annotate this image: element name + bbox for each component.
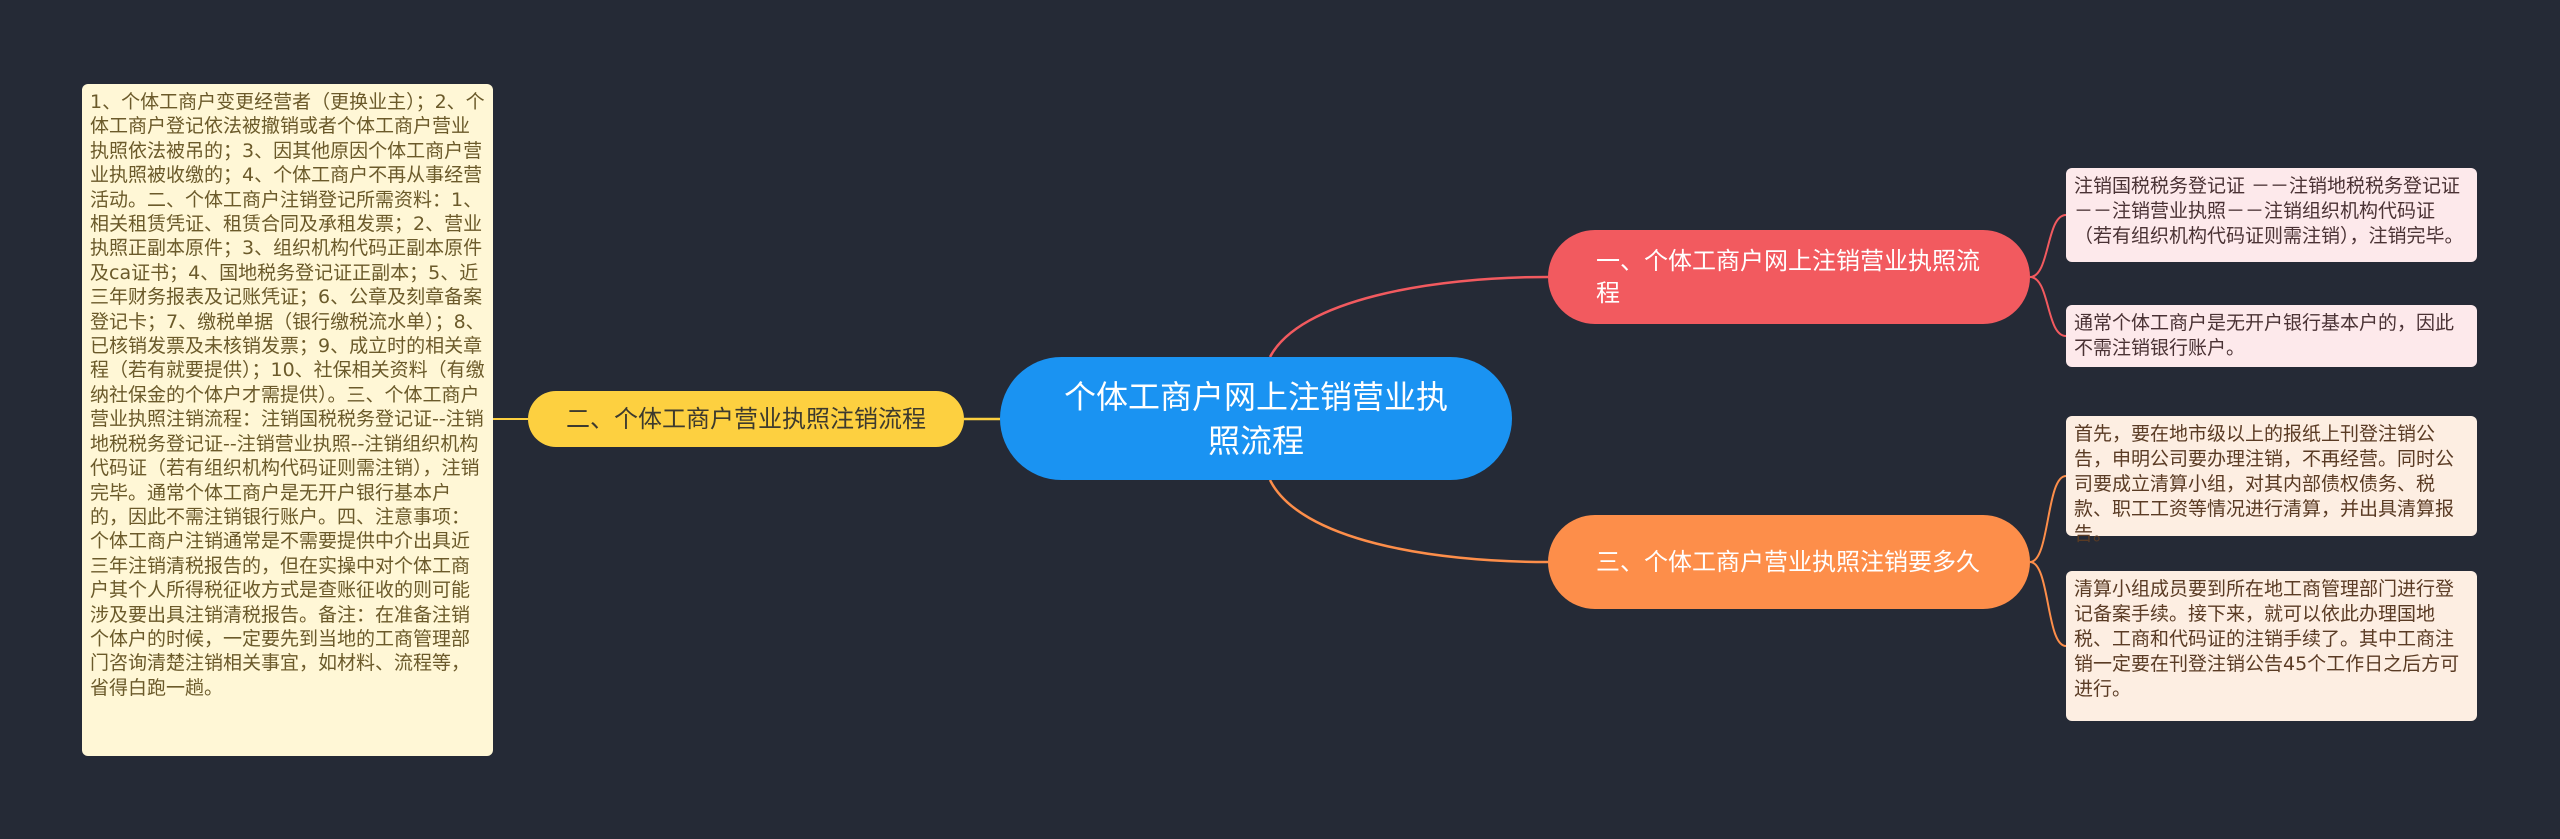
branch-node-2[interactable]: 二、个体工商户营业执照注销流程 [528,391,964,447]
connector-root-branch-3 [1268,479,1549,564]
connector-root-branch-1 [1268,275,1549,358]
connector-branch-1-leaf-1 [2029,214,2067,278]
root-node[interactable]: 个体工商户网上注销营业执照流程 [1000,357,1512,480]
branch-node-3[interactable]: 三、个体工商户营业执照注销要多久 [1548,515,2030,609]
branch-node-label: 一、个体工商户网上注销营业执照流程 [1596,247,1980,307]
connector-branch-3-leaf-2 [2029,561,2067,647]
leaf-node-3-1[interactable]: 首先，要在地市级以上的报纸上刊登注销公告，申明公司要办理注销，不再经营。同时公司… [2066,416,2477,545]
branch-node-label: 二、个体工商户营业执照注销流程 [566,405,926,433]
leaf-node-2-1[interactable]: 1、个体工商户变更经营者（更换业主）；2、个体工商户登记依法被撤销或者个体工商户… [82,84,493,756]
leaf-node-1-1[interactable]: 注销国税税务登记证 －－注销地税税务登记证 －－注销营业执照－－注销组织机构代码… [2066,168,2477,262]
root-node-label: 个体工商户网上注销营业执照流程 [1063,377,1448,460]
branch-node-1[interactable]: 一、个体工商户网上注销营业执照流程 [1548,230,2030,324]
leaf-node-3-2[interactable]: 清算小组成员要到所在地工商管理部门进行登记备案手续。接下来，就可以依此办理国地税… [2066,571,2477,721]
connector-branch-1-leaf-2 [2029,276,2067,337]
leaf-node-1-2[interactable]: 通常个体工商户是无开户银行基本户的，因此不需注销银行账户。 [2066,305,2477,367]
branch-node-label: 三、个体工商户营业执照注销要多久 [1596,548,1980,576]
connector-branch-3-leaf-1 [2029,475,2067,563]
